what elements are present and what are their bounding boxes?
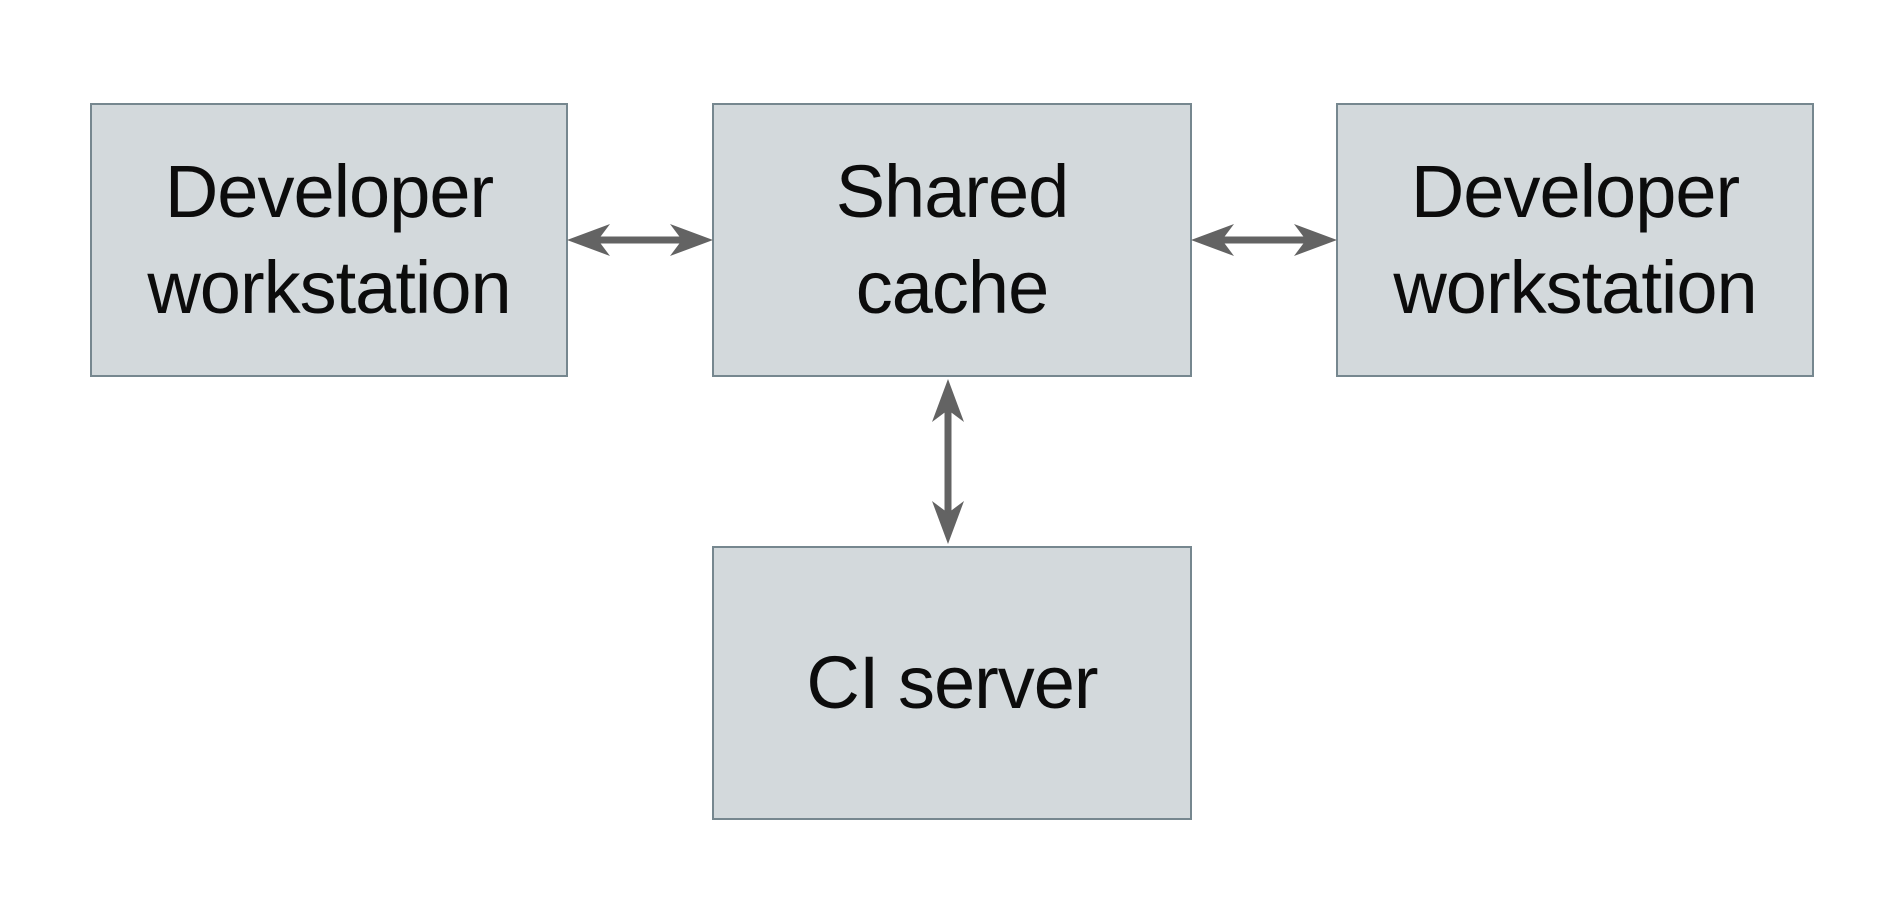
node-label-ci-server: CI server	[806, 640, 1098, 724]
node-developer-workstation-right: Developer workstation	[1336, 103, 1814, 377]
node-label-developer-workstation-right: Developer workstation	[1393, 149, 1757, 329]
node-developer-workstation-left: Developer workstation	[90, 103, 568, 377]
double-arrow-icon-shared-cache-ci-server	[926, 378, 970, 545]
node-label-shared-cache: Shared cache	[835, 149, 1070, 329]
node-label-developer-workstation-left: Developer workstation	[147, 149, 511, 329]
double-arrow-icon-left-workstation-shared-cache	[566, 218, 714, 262]
double-arrow-icon-shared-cache-right-workstation	[1190, 218, 1338, 262]
node-ci-server: CI server	[712, 546, 1192, 820]
node-shared-cache: Shared cache	[712, 103, 1192, 377]
